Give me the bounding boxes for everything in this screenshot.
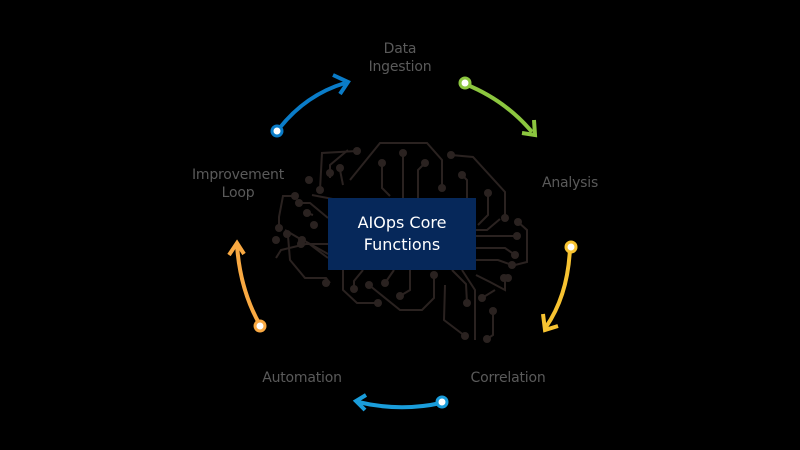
arrow-start-dot: [458, 76, 472, 90]
stage-label-line1: Automation: [262, 370, 342, 386]
arrow-start-dot: [270, 124, 284, 138]
stage-analysis: Analysis: [530, 174, 610, 192]
arrow-start-dot: [435, 395, 449, 409]
arrow-start-dot: [253, 319, 267, 333]
stage-label-line1: Improvement: [192, 167, 284, 183]
arrow-analysis-to-correlation: [541, 247, 572, 333]
core-functions-box: AIOps Core Functions: [328, 198, 476, 270]
arrow-start-dot: [564, 240, 578, 254]
stage-label-line2: Loop: [221, 185, 255, 201]
arrow-correlation-to-automation: [352, 393, 442, 412]
stage-label-line2: Ingestion: [368, 59, 432, 75]
stage-automation: Automation: [250, 369, 354, 387]
core-title-line2: Functions: [363, 235, 441, 254]
stage-improvement-loop: Improvement Loop: [180, 166, 296, 202]
stage-label-line1: Correlation: [470, 370, 546, 386]
stage-data-ingestion: Data Ingestion: [362, 40, 438, 76]
stage-correlation: Correlation: [460, 369, 556, 387]
stage-label-line1: Data: [383, 41, 417, 57]
stage-label-line1: Analysis: [541, 175, 599, 191]
arrow-ingestion-to-analysis: [464, 82, 538, 138]
arrow-improvement-to-ingestion: [276, 73, 351, 132]
arrow-automation-to-improvement: [227, 239, 262, 326]
core-title-line1: AIOps Core: [357, 213, 447, 232]
